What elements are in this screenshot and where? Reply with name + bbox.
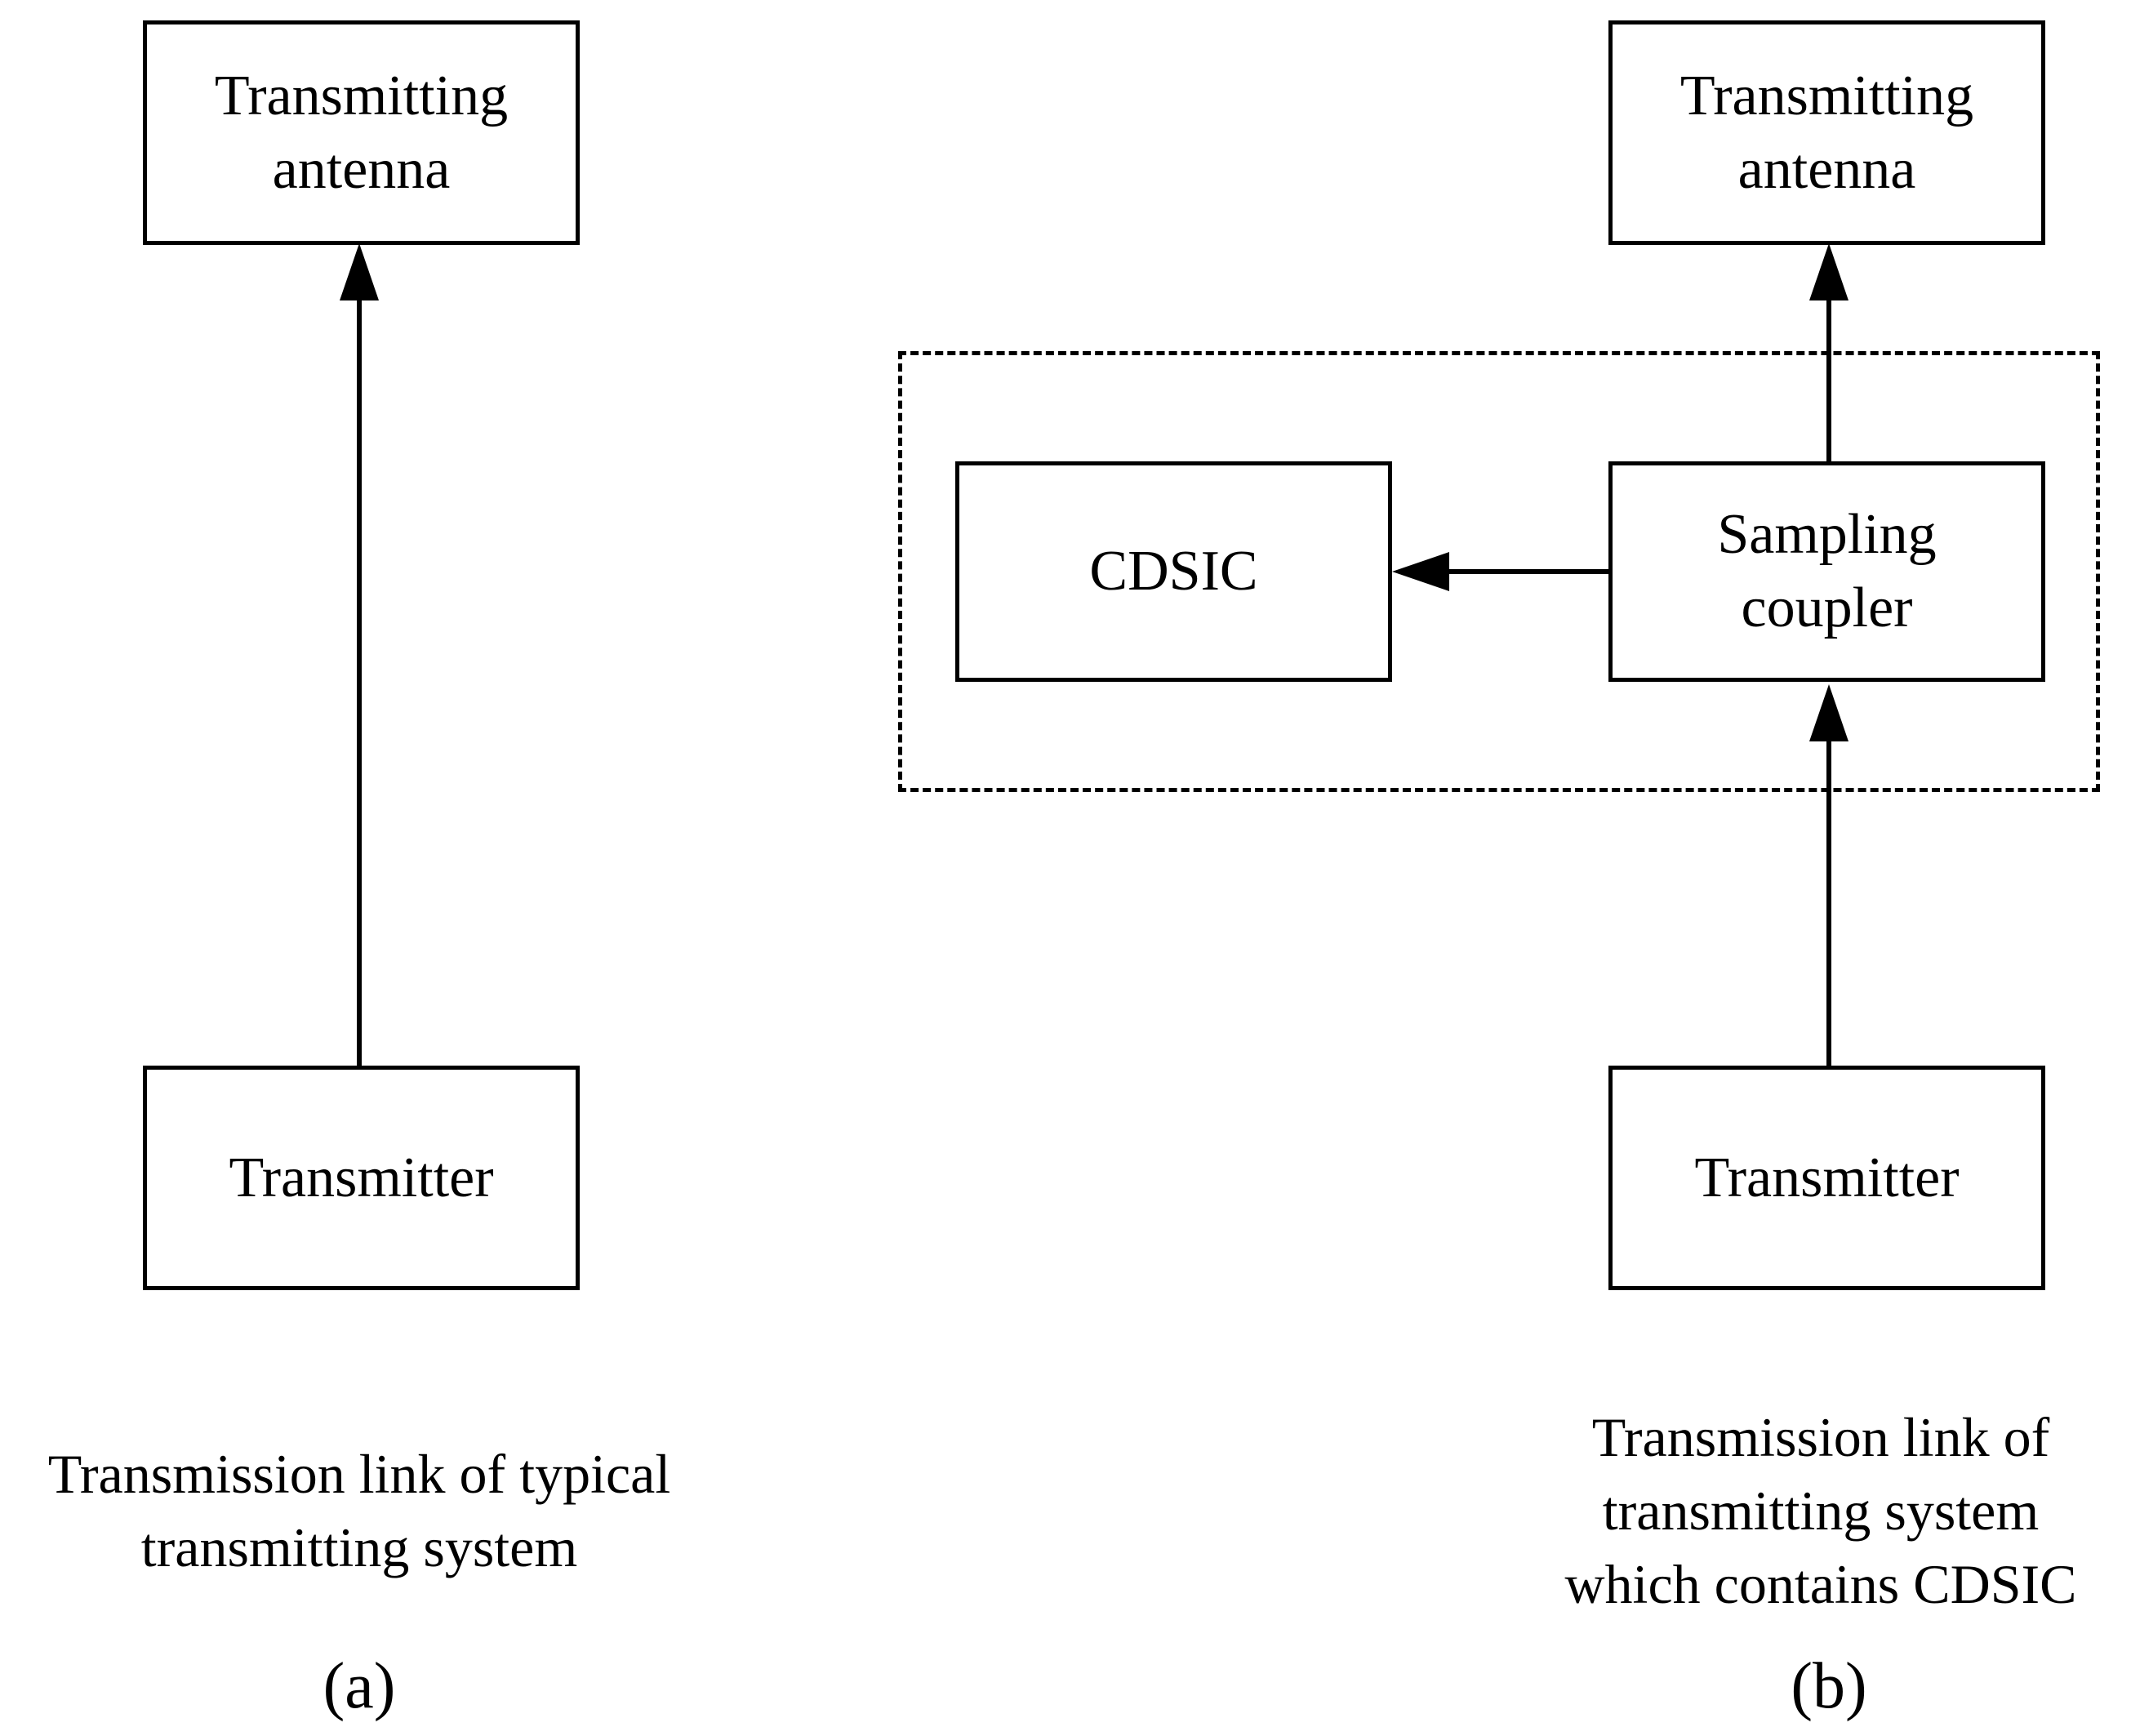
panel-b-label: (b) — [1791, 1650, 1867, 1722]
panel-b-cdsic-module-group — [898, 351, 2100, 792]
panel-a-antenna-label-line1: Transmitting — [214, 64, 509, 127]
arrow-b-coupler-to-cdsic — [1392, 552, 1608, 591]
panel-a-caption-line1: Transmission link of typical — [47, 1443, 671, 1505]
panel-b-caption-line3: which contains CDSIC — [1564, 1553, 2077, 1615]
panel-b-cdsic-box: CDSIC — [955, 461, 1392, 682]
panel-b-caption-line2: transmitting system — [1602, 1480, 2040, 1542]
panel-b-caption-line1: Transmission link of — [1591, 1406, 2050, 1468]
panel-b-antenna-label-line1: Transmitting — [1679, 64, 1974, 127]
arrow-a-transmitter-to-antenna — [340, 243, 379, 1070]
arrow-b-coupler-to-antenna — [1809, 243, 1848, 461]
panel-b-caption: Transmission link of transmitting system… — [1510, 1400, 2131, 1621]
panel-b-transmitter-box: Transmitter — [1608, 1066, 2045, 1290]
panel-b-antenna-label-line2: antenna — [1737, 137, 1916, 201]
arrow-b-transmitter-to-coupler — [1809, 684, 1848, 1070]
panel-a-transmitter-label: Transmitter — [229, 1146, 494, 1209]
panel-b-antenna-box: Transmitting antenna — [1608, 20, 2045, 245]
panel-a-caption: Transmission link of typical transmittin… — [0, 1437, 718, 1584]
panel-b-coupler-label-line2: coupler — [1741, 576, 1913, 639]
panel-a-caption-line2: transmitting system — [140, 1516, 578, 1578]
panel-a-transmitter-box: Transmitter — [143, 1066, 580, 1290]
panel-b-transmitter-label: Transmitter — [1694, 1146, 1960, 1209]
panel-b-coupler-label-line1: Sampling — [1717, 503, 1937, 566]
panel-a-antenna-label-line2: antenna — [272, 137, 451, 201]
panel-a-label: (a) — [323, 1650, 396, 1722]
panel-b-sampling-coupler-box: Sampling coupler — [1608, 461, 2045, 682]
panel-a-antenna-box: Transmitting antenna — [143, 20, 580, 245]
panel-b-cdsic-label: CDSIC — [1089, 540, 1258, 603]
